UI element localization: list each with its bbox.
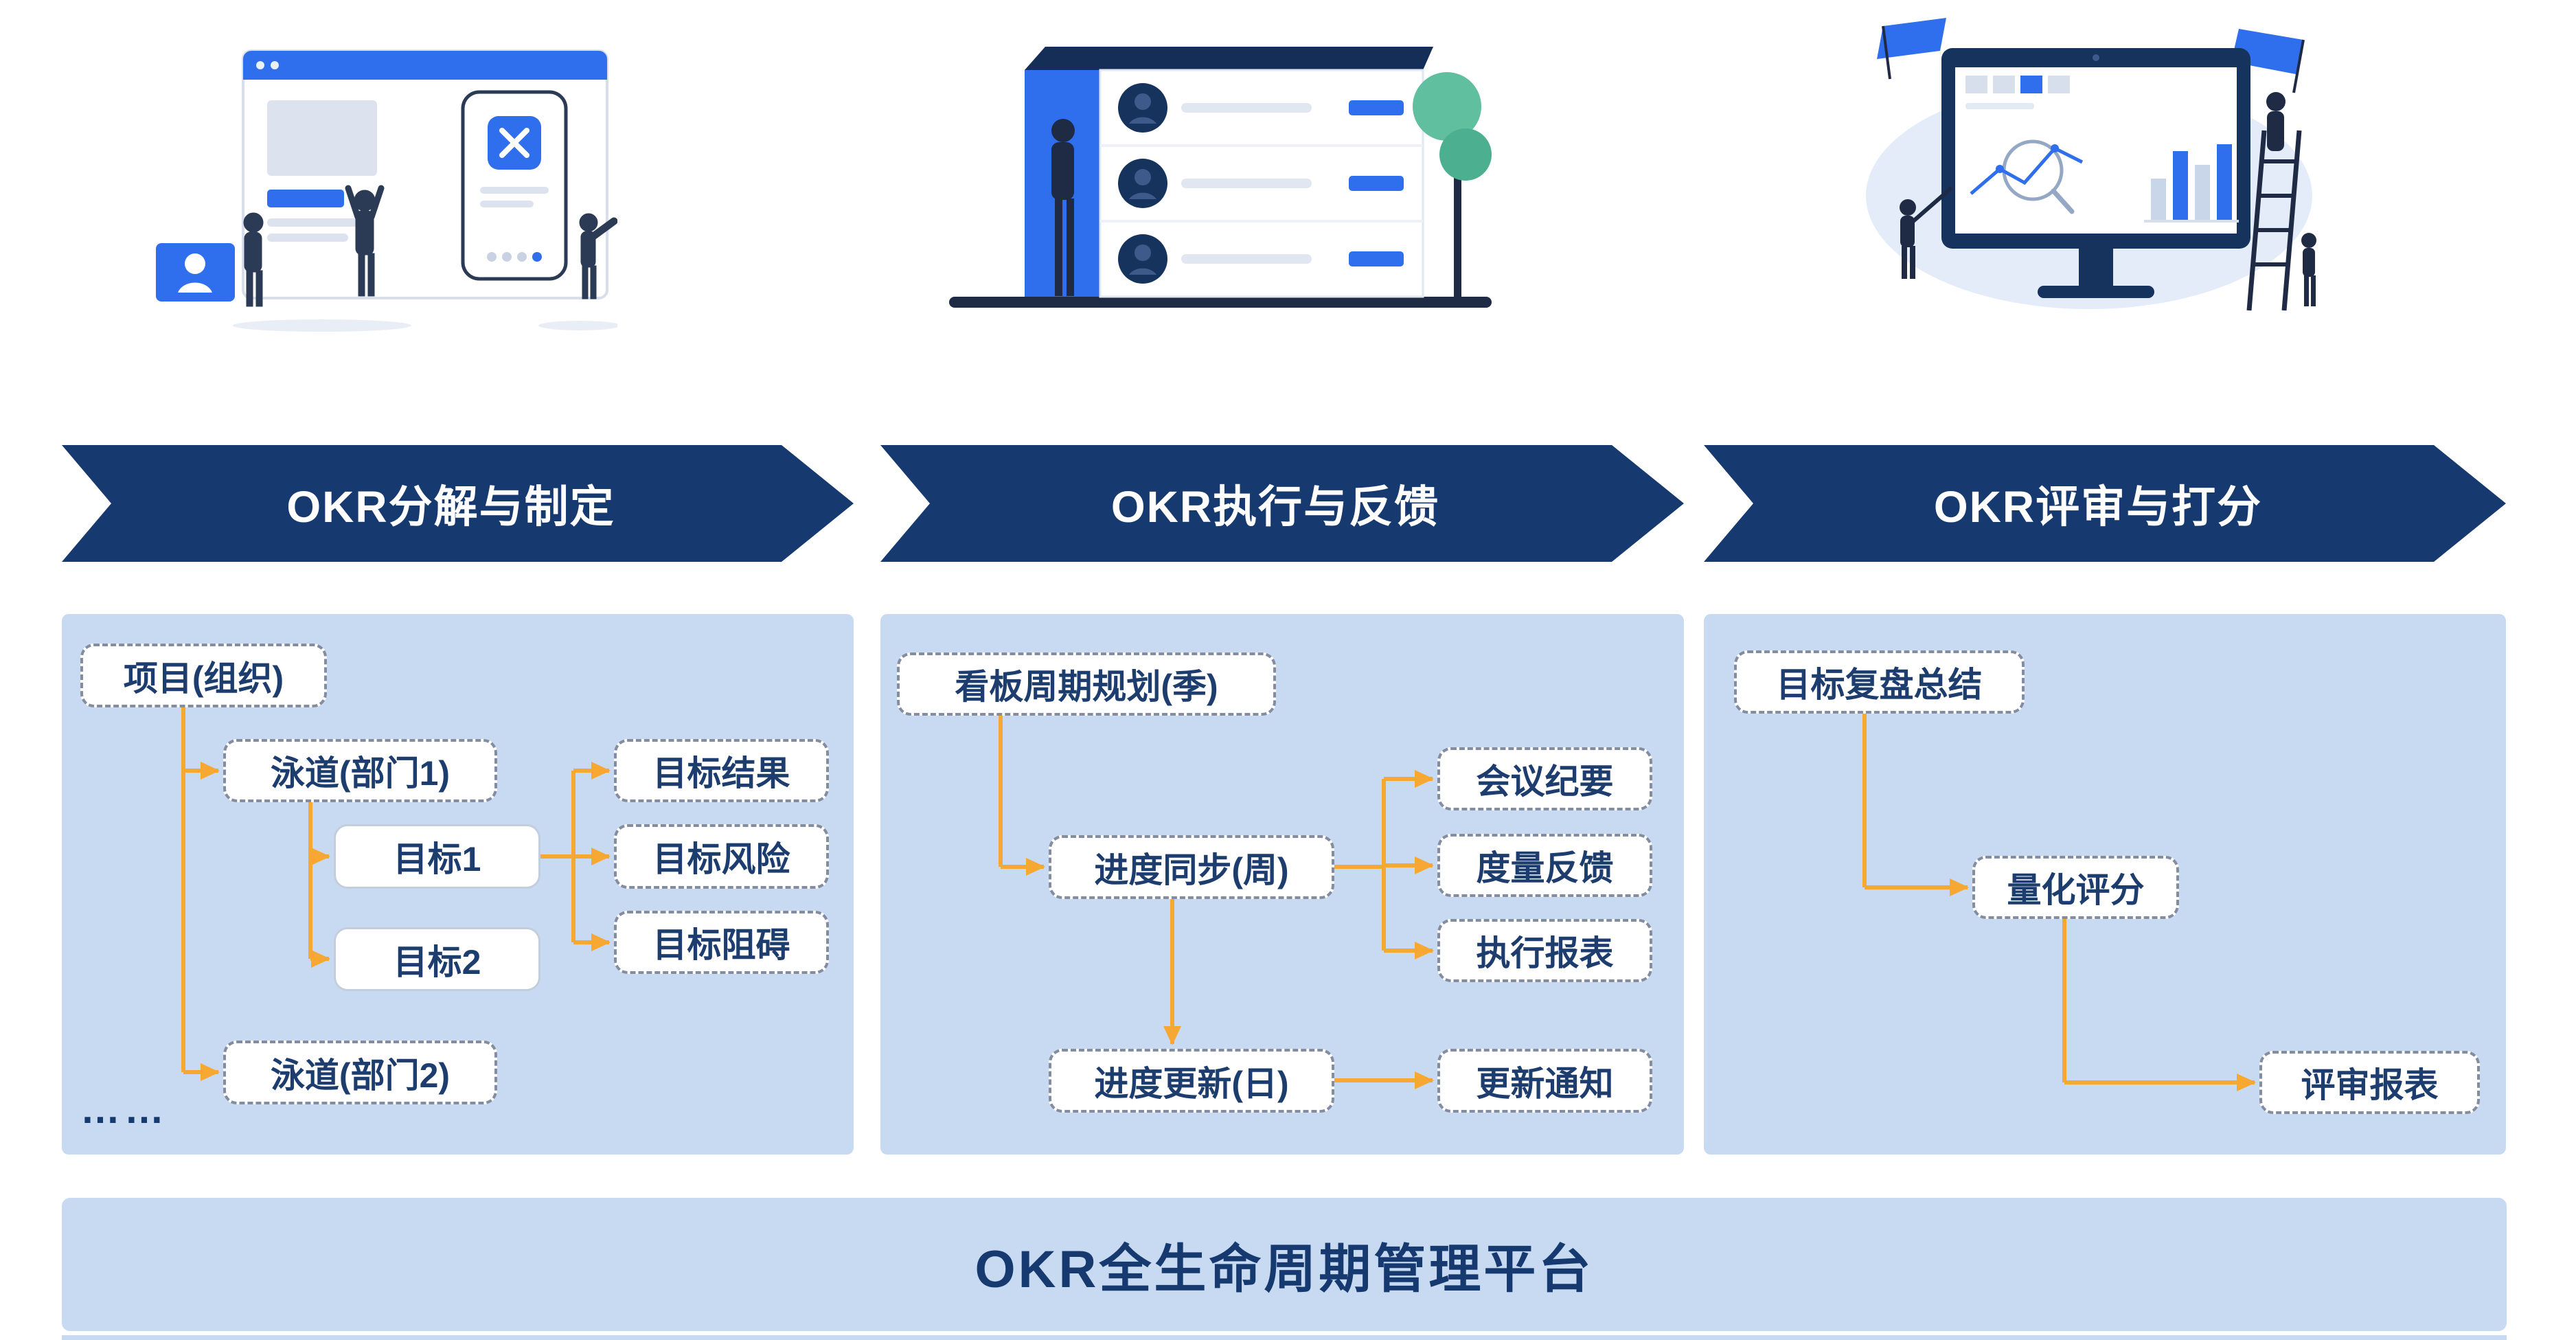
node-update-notice: 更新通知	[1437, 1049, 1652, 1113]
banner-okr-execute: OKR执行与反馈	[880, 445, 1684, 562]
node-lane-dept2: 泳道(部门2)	[223, 1041, 497, 1104]
user-badge-icon	[156, 243, 235, 302]
node-goal-risk: 目标风险	[614, 824, 829, 889]
banner-label: OKR分解与制定	[286, 482, 615, 532]
panel-okr-execute: 看板周期规划(季) 进度同步(周) 会议纪要 度量反馈 执行报表 进度更新(日)…	[880, 614, 1684, 1155]
ladder-and-people-silhouettes	[1900, 92, 2316, 311]
person-silhouette	[1051, 119, 1075, 296]
kanban-board-graphic	[1025, 47, 1433, 298]
illustration-okr-review	[1866, 18, 2316, 311]
phone-graphic	[461, 90, 568, 281]
node-meeting-minutes: 会议纪要	[1437, 747, 1652, 810]
banner-okr-review: OKR评审与打分	[1704, 445, 2506, 562]
node-metric-feedback: 度量反馈	[1437, 834, 1652, 897]
node-goal-result: 目标结果	[614, 739, 829, 802]
node-goal-obstacle: 目标阻碍	[614, 911, 829, 974]
illustration-okr-execution	[949, 47, 1492, 308]
panel-okr-review: 目标复盘总结 量化评分 评审报表	[1704, 614, 2506, 1155]
panel-okr-decompose: 项目(组织) 泳道(部门1) 目标1 目标2 目标结果 目标风险 目标阻碍 泳道…	[62, 614, 854, 1155]
node-execution-report: 执行报表	[1437, 919, 1652, 982]
node-quantitative-score: 量化评分	[1972, 856, 2179, 919]
screen-charts-graphic	[1965, 76, 2239, 223]
flow-connectors-decompose	[181, 707, 611, 1081]
banner-okr-decompose: OKR分解与制定	[62, 445, 854, 562]
platform-title: OKR全生命周期管理平台	[974, 1240, 1594, 1299]
bottom-cutoff-bar	[62, 1335, 2507, 1340]
node-progress-sync: 进度同步(周)	[1049, 835, 1334, 899]
node-progress-update: 进度更新(日)	[1049, 1049, 1334, 1113]
flow-connectors-review	[1862, 714, 2256, 1091]
banner-label: OKR评审与打分	[1933, 482, 2263, 532]
node-review-report: 评审报表	[2259, 1051, 2480, 1114]
node-goal-1: 目标1	[334, 824, 540, 889]
node-goal-retrospective: 目标复盘总结	[1734, 650, 2025, 714]
node-lane-dept1: 泳道(部门1)	[223, 739, 497, 802]
flow-connectors-execute	[999, 716, 1434, 1089]
platform-footer-bar: OKR全生命周期管理平台	[62, 1198, 2507, 1331]
illustration-okr-planning	[156, 49, 617, 332]
people-silhouettes	[243, 185, 617, 307]
tree-graphic	[1413, 72, 1492, 297]
node-project-org: 项目(组织)	[80, 644, 327, 707]
node-board-cycle-plan: 看板周期规划(季)	[897, 652, 1276, 716]
banner-label: OKR执行与反馈	[1110, 482, 1440, 532]
ellipsis-more: ……	[80, 1087, 168, 1132]
node-goal-2: 目标2	[334, 927, 540, 991]
